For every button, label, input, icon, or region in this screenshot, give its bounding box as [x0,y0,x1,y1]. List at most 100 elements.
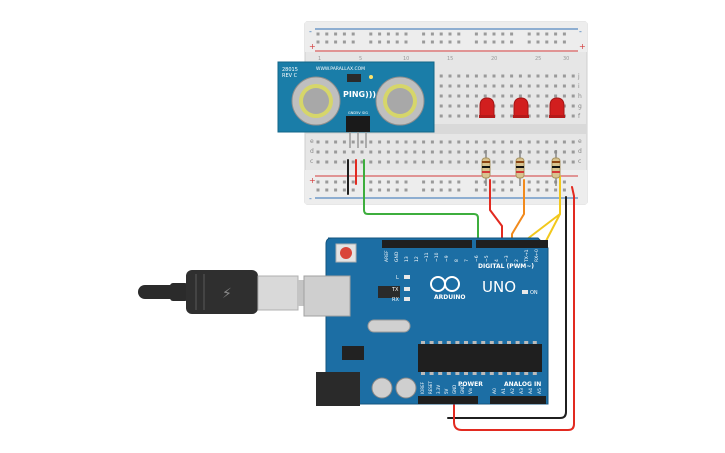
rail-hole[interactable] [483,32,487,36]
resistor-1[interactable] [481,150,491,186]
rail-hole[interactable] [378,188,382,192]
rail-hole[interactable] [386,32,390,36]
wires[interactable] [347,159,575,431]
breadboard-hole[interactable] [334,160,338,164]
digital-header-left[interactable] [382,240,472,248]
breadboard-hole[interactable] [466,74,470,78]
breadboard-hole[interactable] [536,84,540,88]
breadboard-hole[interactable] [527,114,531,118]
breadboard-hole[interactable] [562,150,566,154]
breadboard-hole[interactable] [439,74,443,78]
rail-hole[interactable] [492,188,496,192]
breadboard-hole[interactable] [527,74,531,78]
rail-hole[interactable] [527,188,531,192]
rail-hole[interactable] [439,32,443,36]
breadboard-hole[interactable] [466,160,470,164]
breadboard-hole[interactable] [439,84,443,88]
rail-hole[interactable] [369,180,373,184]
rail-hole[interactable] [554,32,558,36]
breadboard-hole[interactable] [360,150,364,154]
breadboard-hole[interactable] [342,160,346,164]
rail-hole[interactable] [554,188,558,192]
breadboard-hole[interactable] [413,150,417,154]
rail-hole[interactable] [325,40,329,44]
rail-hole[interactable] [351,32,355,36]
breadboard-hole[interactable] [351,160,355,164]
wire-red-led[interactable] [489,179,503,244]
ping-sensor[interactable]: 28015 REV C WWW.PARALLAX.COM PING))) GND… [277,61,435,148]
rail-hole[interactable] [316,40,320,44]
breadboard-hole[interactable] [474,140,478,144]
breadboard-hole[interactable] [457,84,461,88]
breadboard-hole[interactable] [527,160,531,164]
rail-hole[interactable] [536,40,540,44]
breadboard-hole[interactable] [554,94,558,98]
breadboard-hole[interactable] [351,150,355,154]
rail-hole[interactable] [527,180,531,184]
breadboard-hole[interactable] [527,104,531,108]
breadboard-hole[interactable] [545,114,549,118]
rail-hole[interactable] [351,188,355,192]
breadboard-hole[interactable] [474,74,478,78]
breadboard-hole[interactable] [562,140,566,144]
breadboard-hole[interactable] [571,160,575,164]
breadboard-hole[interactable] [510,160,514,164]
rail-hole[interactable] [342,40,346,44]
breadboard-hole[interactable] [369,160,373,164]
breadboard-hole[interactable] [545,140,549,144]
wire-black-gnd[interactable] [447,196,568,419]
breadboard-hole[interactable] [492,74,496,78]
breadboard-hole[interactable] [351,140,355,144]
breadboard-hole[interactable] [474,84,478,88]
rail-hole[interactable] [316,180,320,184]
breadboard-hole[interactable] [474,150,478,154]
rail-hole[interactable] [334,40,338,44]
rail-hole[interactable] [395,32,399,36]
led-3[interactable] [549,97,565,118]
rail-hole[interactable] [404,180,408,184]
breadboard-hole[interactable] [325,140,329,144]
breadboard-hole[interactable] [466,140,470,144]
breadboard-hole[interactable] [492,94,496,98]
breadboard-hole[interactable] [510,140,514,144]
wire-green-signal[interactable] [363,159,479,243]
breadboard-hole[interactable] [457,160,461,164]
usb-cable[interactable]: ⚡ [138,270,308,314]
breadboard-hole[interactable] [325,160,329,164]
breadboard-hole[interactable] [571,94,575,98]
rail-hole[interactable] [369,40,373,44]
breadboard-hole[interactable] [571,104,575,108]
breadboard-hole[interactable] [483,140,487,144]
breadboard-hole[interactable] [571,84,575,88]
led-1[interactable] [479,97,495,118]
breadboard-hole[interactable] [483,84,487,88]
rail-hole[interactable] [334,188,338,192]
breadboard-hole[interactable] [430,160,434,164]
resistor-3[interactable] [551,150,561,186]
breadboard-hole[interactable] [378,160,382,164]
rail-hole[interactable] [378,40,382,44]
rail-hole[interactable] [501,40,505,44]
breadboard-hole[interactable] [316,150,320,154]
breadboard-hole[interactable] [342,150,346,154]
rail-hole[interactable] [527,40,531,44]
breadboard-hole[interactable] [571,114,575,118]
breadboard-hole[interactable] [501,160,505,164]
rail-hole[interactable] [448,40,452,44]
rail-hole[interactable] [562,180,566,184]
rail-hole[interactable] [448,180,452,184]
breadboard-hole[interactable] [571,74,575,78]
rail-hole[interactable] [536,32,540,36]
breadboard-hole[interactable] [457,94,461,98]
rail-hole[interactable] [334,180,338,184]
wire-red-5v[interactable] [453,186,575,431]
digital-header-right[interactable] [476,240,548,248]
rail-hole[interactable] [422,180,426,184]
breadboard-hole[interactable] [545,150,549,154]
breadboard-hole[interactable] [536,114,540,118]
breadboard-hole[interactable] [395,140,399,144]
breadboard-hole[interactable] [395,160,399,164]
rail-hole[interactable] [404,188,408,192]
rail-hole[interactable] [457,180,461,184]
breadboard-hole[interactable] [448,160,452,164]
